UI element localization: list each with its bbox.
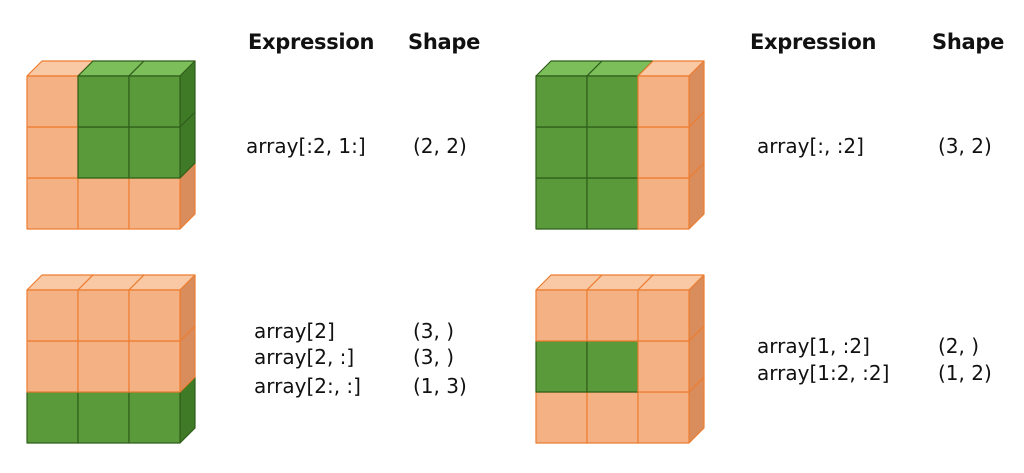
shape-text: (2, 2) xyxy=(413,134,467,158)
shape-text: (3, ) xyxy=(413,345,455,369)
expression-text: array[:, :2] xyxy=(757,134,864,158)
unselected-cube-front xyxy=(637,75,690,128)
unselected-cube-front xyxy=(637,340,690,393)
expression-header-left: Expression xyxy=(248,30,375,54)
shape-text: (2, ) xyxy=(938,334,980,358)
expression-text: array[1:2, :2] xyxy=(757,361,890,385)
unselected-cube-front xyxy=(535,289,588,342)
shape-text: (1, 3) xyxy=(413,374,467,398)
selected-cube-front xyxy=(535,340,588,393)
unselected-cube-front xyxy=(535,391,588,444)
unselected-cube-front xyxy=(586,391,639,444)
unselected-cube-front xyxy=(128,289,181,342)
expression-text: array[1, :2] xyxy=(757,334,870,358)
unselected-cube-front xyxy=(637,391,690,444)
shape-text: (3, 2) xyxy=(938,134,992,158)
expression-text: array[2] xyxy=(254,319,335,343)
selected-cube-front xyxy=(586,340,639,393)
shape-text: (1, 2) xyxy=(938,361,992,385)
unselected-cube-front xyxy=(637,289,690,342)
expression-text: array[2:, :] xyxy=(254,374,361,398)
shape-header-left: Shape xyxy=(408,30,481,54)
expression-text: array[2, :] xyxy=(254,345,355,369)
unselected-cube-front xyxy=(586,289,639,342)
expression-text: array[:2, 1:] xyxy=(246,134,366,158)
selected-cube-front xyxy=(128,75,181,128)
shape-text: (3, ) xyxy=(413,319,455,343)
expression-header-right: Expression xyxy=(750,30,877,54)
shape-header-right: Shape xyxy=(932,30,1005,54)
